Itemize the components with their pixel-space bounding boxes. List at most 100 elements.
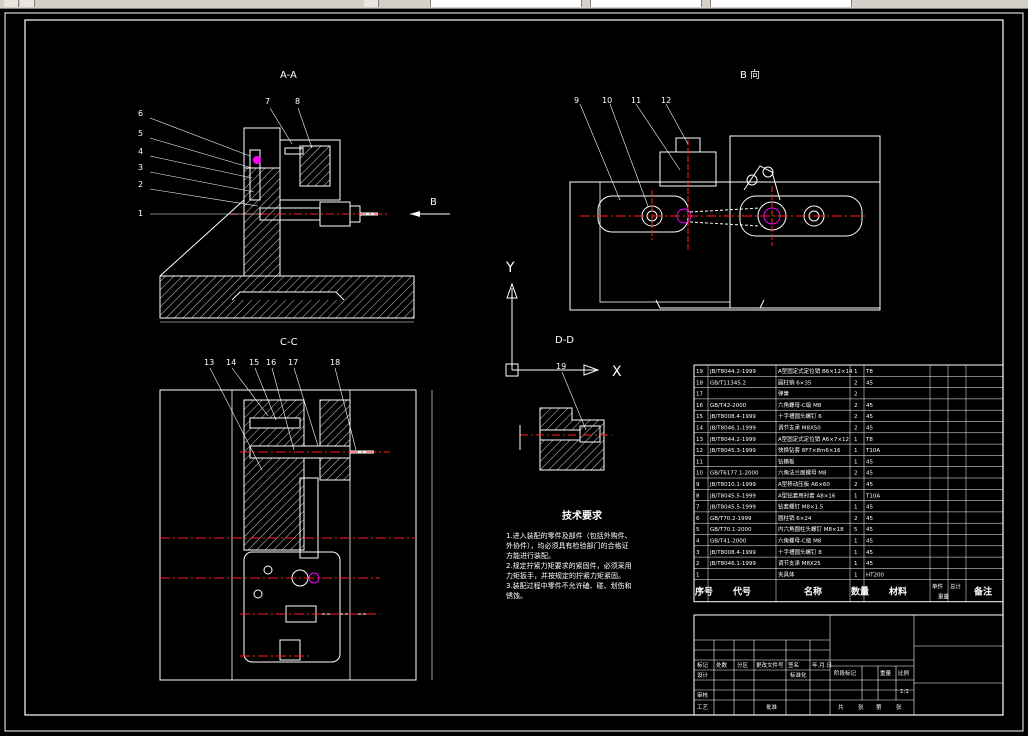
bom-qty: 2 (854, 471, 858, 477)
view-b-label: B 向 (740, 68, 760, 81)
bom-qty: 2 (854, 403, 858, 409)
bom-material: T8 (865, 369, 873, 375)
zoom-icon[interactable] (364, 0, 379, 7)
bom-no: 3 (696, 550, 700, 556)
bom-name: 十字槽圆头螺钉 6 (778, 412, 822, 420)
file-icon[interactable] (4, 0, 19, 7)
bom-header-material: 材料 (888, 586, 907, 598)
bom-material: 45 (866, 561, 873, 567)
tech-line: 1.进入装配的零件及部件（包括外购件、 (506, 531, 632, 540)
bom-header-single: 单件 (932, 583, 944, 591)
bom-no: 8 (696, 493, 700, 499)
linetype-dropdown[interactable] (710, 0, 852, 7)
bom-name: 圆柱销 6×35 (778, 378, 812, 386)
drawing-canvas[interactable]: A-A 6 5 4 3 2 1 7 (0, 8, 1028, 736)
tb-cell: 重量 (880, 669, 892, 677)
bom-header-name: 名称 (804, 586, 822, 598)
tech-line: 方能进行装配。 (506, 551, 555, 560)
bom-header-weight: 重量 (938, 593, 950, 601)
layer-dropdown[interactable] (430, 0, 582, 7)
bom-no: 7 (696, 505, 700, 511)
bom-qty: 1 (854, 369, 858, 375)
bom-no: 4 (696, 539, 700, 545)
bom-code: JB/T8046.1-1999 (709, 561, 756, 567)
b-arrow-label: B (430, 197, 437, 208)
bom-qty: 2 (854, 516, 858, 522)
part-label: 9 (574, 96, 579, 105)
bom-header-remark: 备注 (973, 586, 992, 598)
bom-name: A型固定式定位销 A6×7×12 (778, 435, 849, 443)
bom-code: GB/T41-2000 (710, 539, 747, 545)
bom-qty: 1 (854, 550, 858, 556)
bom-code: JB/T8044.2-1999 (709, 437, 756, 443)
part-label: 2 (138, 180, 143, 189)
view-b: B 向 9 10 11 12 (569, 68, 881, 311)
bom-no: 15 (696, 414, 703, 420)
part-label: 4 (138, 147, 143, 156)
bom-name: 圆柱销 6×24 (778, 514, 812, 522)
view-aa-label: A-A (280, 70, 297, 81)
bom-code: JB/T8045.3-1999 (709, 448, 756, 454)
color-dropdown[interactable] (590, 0, 702, 7)
part-label: 15 (249, 358, 259, 367)
bom-no: 5 (696, 527, 700, 533)
bom-qty: 1 (854, 561, 858, 567)
bom-qty: 1 (854, 437, 858, 443)
bom-material: 45 (866, 459, 873, 465)
bom-header-code: 代号 (732, 586, 751, 598)
tb-cell: 批准 (766, 703, 778, 711)
part-label: 11 (631, 96, 641, 105)
bom-qty: 2 (854, 426, 858, 432)
bom-material: HT200 (866, 572, 884, 578)
bom-code: JB/T8044.2-1999 (709, 369, 756, 375)
title-block: 标记 处数 分区 更改文件号 签名 年.月.日 设计 标准化 阶段标记 重量 比… (693, 614, 1004, 716)
edit-icon[interactable] (20, 0, 35, 7)
bom-header-total: 总计 (950, 583, 962, 591)
toolbar (0, 0, 1028, 9)
bom-name: A型钻套用衬套 A8×16 (778, 491, 836, 499)
part-label: 16 (266, 358, 276, 367)
aa-column (243, 167, 281, 277)
bom-material: 45 (866, 471, 873, 477)
bom-header-no: 序号 (695, 586, 713, 598)
view-dd: D-D 19 (519, 335, 612, 471)
bom-no: 17 (696, 392, 703, 398)
part-label: 6 (138, 109, 143, 118)
part-label: 13 (204, 358, 214, 367)
tb-cell: 张 (858, 703, 864, 711)
bom-qty: 5 (854, 527, 858, 533)
bom-name: 六角螺母-C级 M8 (778, 537, 822, 545)
tb-cell: 年.月.日 (812, 661, 832, 669)
axis-y-label: Y (505, 260, 515, 276)
bom-no: 12 (696, 448, 703, 454)
bom-no: 10 (696, 471, 703, 477)
outer-frame (4, 12, 1024, 732)
inner-frame (24, 19, 1004, 716)
bom-name: 调节支承 M8X25 (778, 559, 821, 567)
tb-cell: 设计 (697, 671, 709, 679)
bom-name: 内六角圆柱头螺钉 M8×18 (778, 525, 844, 533)
part-label: 12 (661, 96, 671, 105)
bom-code: GB/T11345.2 (710, 380, 746, 386)
bom-name: 夹具体 (778, 570, 795, 578)
bom-no: 18 (696, 380, 703, 386)
bom-code: JB/T8045.5-1999 (709, 505, 756, 511)
tb-cell: 标准化 (790, 671, 807, 679)
bom-qty: 2 (854, 414, 858, 420)
bom-material: T10A (865, 493, 880, 499)
tech-line: 锈蚀。 (506, 591, 527, 600)
bom-code: JB/T8008.4-1999 (709, 414, 756, 420)
bom-name: 十字槽圆头螺钉 8 (778, 548, 822, 556)
part-label: 10 (602, 96, 612, 105)
bom-no: 19 (696, 369, 703, 375)
bom-name: 钻套螺钉 M8×1.5 (778, 503, 824, 511)
bom-qty: 1 (854, 539, 858, 545)
view-dd-label: D-D (555, 335, 574, 346)
bom-name: A型固定式定位销 B6×12×14 (778, 367, 853, 375)
tb-cell: 阶段标记 (834, 669, 857, 677)
bom-material: 45 (866, 505, 873, 511)
bom-material: 45 (866, 426, 873, 432)
bom-code: GB/T70.1-2000 (710, 527, 752, 533)
bom-material: 45 (866, 539, 873, 545)
technical-requirements: 技术要求 1.进入装配的零件及部件（包括外购件、 外协件），均必须具有检验部门的… (506, 509, 632, 600)
